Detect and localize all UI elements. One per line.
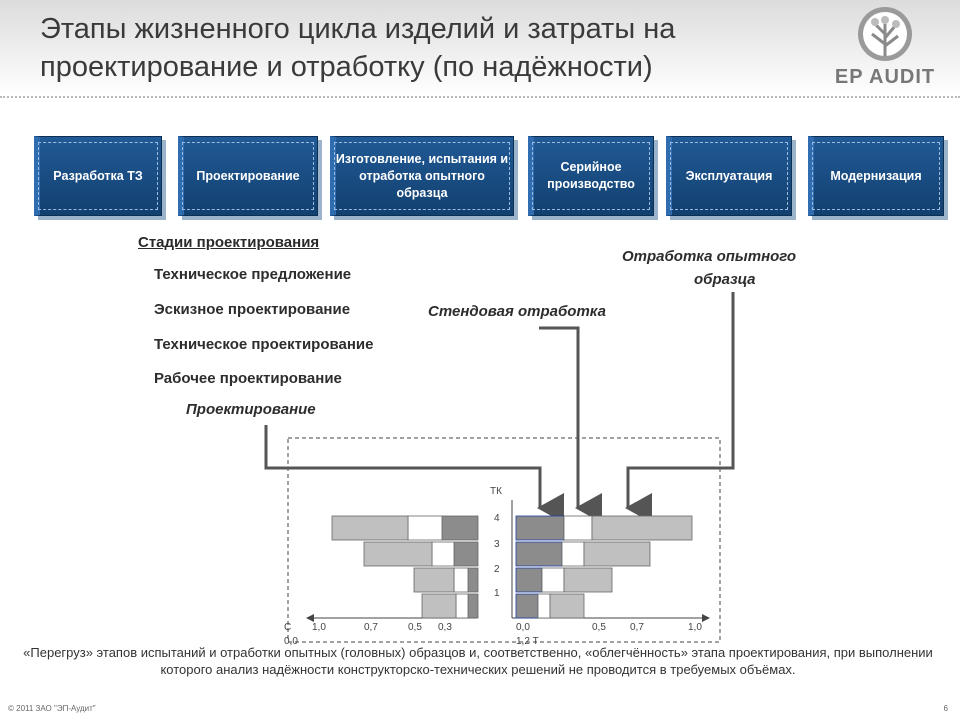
callout-prototype-2: образца bbox=[694, 271, 756, 288]
left-tick: 0,7 bbox=[364, 622, 378, 633]
left-axis-arrow bbox=[306, 614, 314, 622]
stage-tz: Разработка ТЗ bbox=[34, 136, 166, 220]
callout-design: Проектирование bbox=[186, 401, 316, 418]
caption: «Перегруз» этапов испытаний и отработки … bbox=[23, 645, 933, 677]
design-stage-item: Техническое проектирование bbox=[154, 336, 374, 353]
page-number: 6 bbox=[943, 704, 948, 713]
left-bar-segment bbox=[421, 593, 457, 619]
design-stage-item: Техническое предложение bbox=[154, 266, 352, 283]
stage-label: Эксплуатация bbox=[670, 142, 788, 210]
stage-label: Серийное производство bbox=[532, 142, 650, 210]
title-bar bbox=[0, 0, 960, 96]
tk-tick: 1 bbox=[494, 588, 500, 599]
right-tick: 0,5 bbox=[592, 622, 606, 633]
left-bar-segment bbox=[453, 541, 479, 567]
right-bar-segment bbox=[537, 593, 551, 619]
right-bar-segment bbox=[583, 541, 651, 567]
left-bar-segment bbox=[331, 515, 409, 541]
stage-label: Изготовление, испытания и отработка опыт… bbox=[334, 142, 510, 210]
left-bar-segment bbox=[467, 567, 479, 593]
right-bar-segment bbox=[515, 541, 563, 567]
arrow-design bbox=[264, 425, 564, 523]
tk-tick: 3 bbox=[494, 539, 500, 550]
left-origin-label: 0,0 bbox=[284, 636, 298, 647]
right-bar-segment bbox=[541, 567, 565, 593]
right-bar-segment bbox=[549, 593, 585, 619]
tree-logo-icon bbox=[858, 7, 912, 61]
design-stage-item: Эскизное проектирование bbox=[154, 301, 351, 318]
left-tick: 1,0 bbox=[312, 622, 326, 633]
right-bar-segment bbox=[515, 567, 543, 593]
left-bar-segment bbox=[453, 567, 469, 593]
chart bbox=[306, 500, 710, 622]
left-bar-segment bbox=[455, 593, 469, 619]
right-bar-segment bbox=[561, 541, 585, 567]
stage-label: Разработка ТЗ bbox=[38, 142, 158, 210]
right-bar-segment bbox=[563, 515, 593, 541]
arrow-bench bbox=[539, 326, 602, 523]
callout-prototype-1: Отработка опытного bbox=[622, 248, 797, 265]
tk-tick: 2 bbox=[494, 564, 500, 575]
left-bar-segment bbox=[431, 541, 455, 567]
left-bar-segment bbox=[441, 515, 479, 541]
slide-title: Этапы жизненного цикла изделий и затраты… bbox=[40, 13, 676, 83]
left-tick: 0,3 bbox=[438, 622, 452, 633]
right-tick: 0,7 bbox=[630, 622, 644, 633]
arrow-prototype bbox=[625, 292, 735, 523]
chart-frame bbox=[287, 437, 721, 643]
design-stages-heading: Стадии проектирования bbox=[138, 234, 320, 251]
left-bar-segment bbox=[467, 593, 479, 619]
left-bar-segment bbox=[407, 515, 443, 541]
footer-copyright: © 2011 ЗАО "ЭП-Аудит" bbox=[8, 704, 96, 713]
title-divider bbox=[0, 96, 960, 98]
design-stage-item: Рабочее проектирование bbox=[154, 370, 342, 387]
left-axis-letter: С bbox=[284, 622, 292, 633]
tk-tick: 4 bbox=[494, 513, 500, 524]
left-bar-segment bbox=[363, 541, 433, 567]
stage-operation: Эксплуатация bbox=[666, 136, 796, 220]
callout-bench: Стендовая отработка bbox=[428, 303, 606, 320]
stage-design: Проектирование bbox=[178, 136, 322, 220]
left-tick: 0,5 bbox=[408, 622, 422, 633]
left-bar-segment bbox=[413, 567, 455, 593]
stage-modernization: Модернизация bbox=[808, 136, 948, 220]
right-bar-segment bbox=[515, 593, 539, 619]
right-axis-letter: 1,2 Т bbox=[516, 636, 539, 647]
right-bar-segment bbox=[563, 567, 613, 593]
right-tick: 0,0 bbox=[516, 622, 530, 633]
tk-axis-label: ТК bbox=[490, 486, 502, 497]
stage-serial: Серийное производство bbox=[528, 136, 658, 220]
right-bar-segment bbox=[591, 515, 693, 541]
logo-text: EP AUDIT bbox=[834, 66, 936, 88]
right-bar-segment bbox=[515, 515, 565, 541]
stage-label: Модернизация bbox=[812, 142, 940, 210]
right-tick: 1,0 bbox=[688, 622, 702, 633]
right-axis-arrow bbox=[702, 614, 710, 622]
stage-prototype: Изготовление, испытания и отработка опыт… bbox=[330, 136, 518, 220]
stage-label: Проектирование bbox=[182, 142, 314, 210]
